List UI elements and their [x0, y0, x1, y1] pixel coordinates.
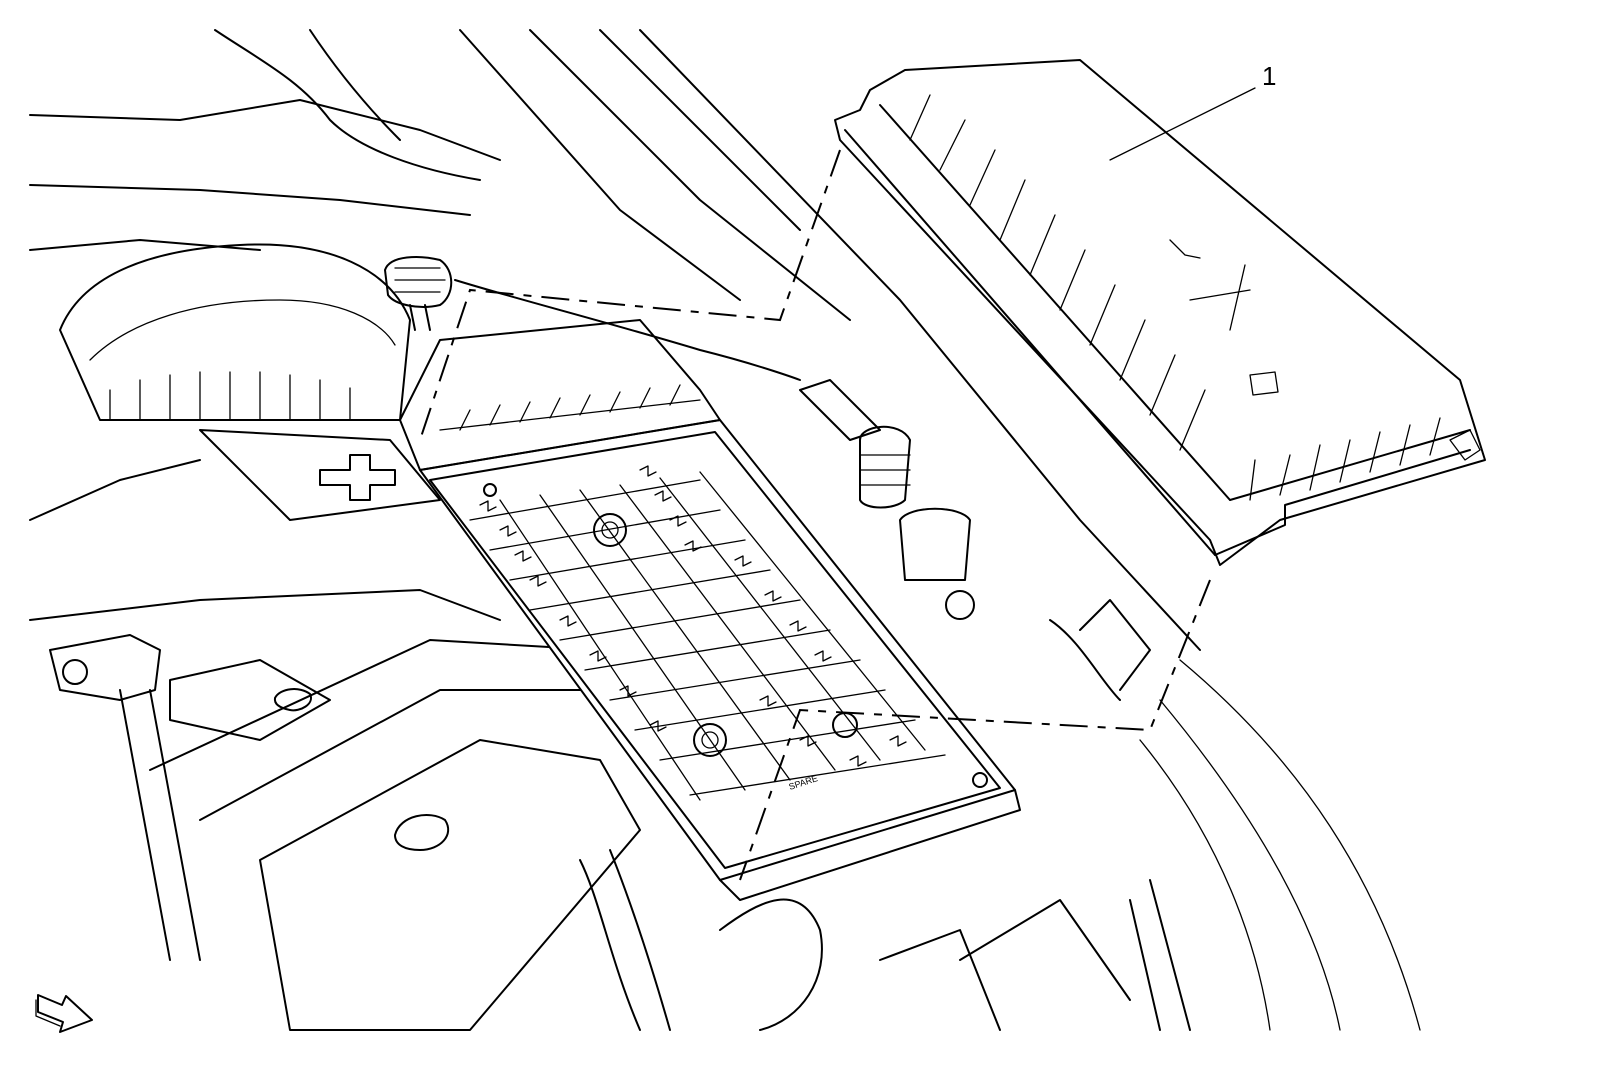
exploded-view-leader-lines: [419, 149, 1211, 881]
harness-connector: [384, 256, 801, 381]
fuse-row-glyphs: [479, 465, 907, 767]
callout-label-1: 1: [1262, 61, 1276, 91]
engine-bay-background: [29, 29, 1421, 1031]
callout-1: 1: [1109, 61, 1276, 161]
underhood-fuse-block: SPARE: [399, 319, 1021, 901]
fuse-block-cover: [834, 59, 1486, 566]
view-direction-arrow-icon: [35, 994, 93, 1033]
